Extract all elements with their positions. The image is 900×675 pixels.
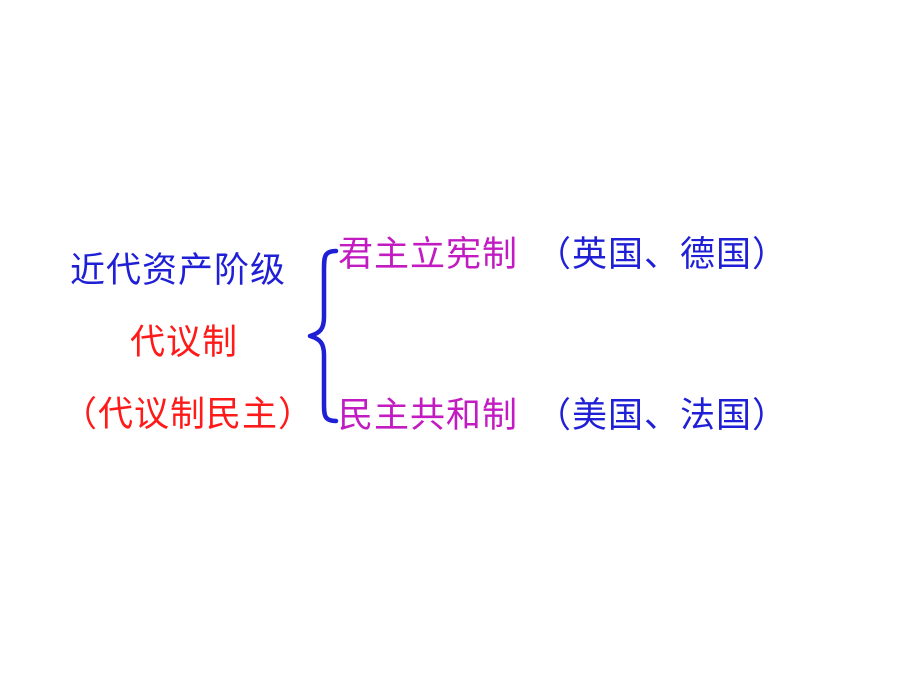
branch-democratic-republic: 民主共和制 （美国、法国） [338, 394, 788, 438]
diagram-root-title: 近代资产阶级 [70, 251, 287, 291]
curly-brace-icon [307, 248, 339, 424]
branch-constitutional-monarchy: 君主立宪制 （英国、德国） [338, 233, 788, 277]
branch-name: 民主共和制 [338, 396, 519, 436]
diagram-root-subtitle: 代议制 [130, 323, 239, 363]
branch-name: 君主立宪制 [338, 235, 519, 275]
branch-countries: （英国、德国） [536, 235, 789, 275]
branch-countries: （美国、法国） [536, 396, 789, 436]
diagram-root-note: （代议制民主） [62, 395, 315, 435]
